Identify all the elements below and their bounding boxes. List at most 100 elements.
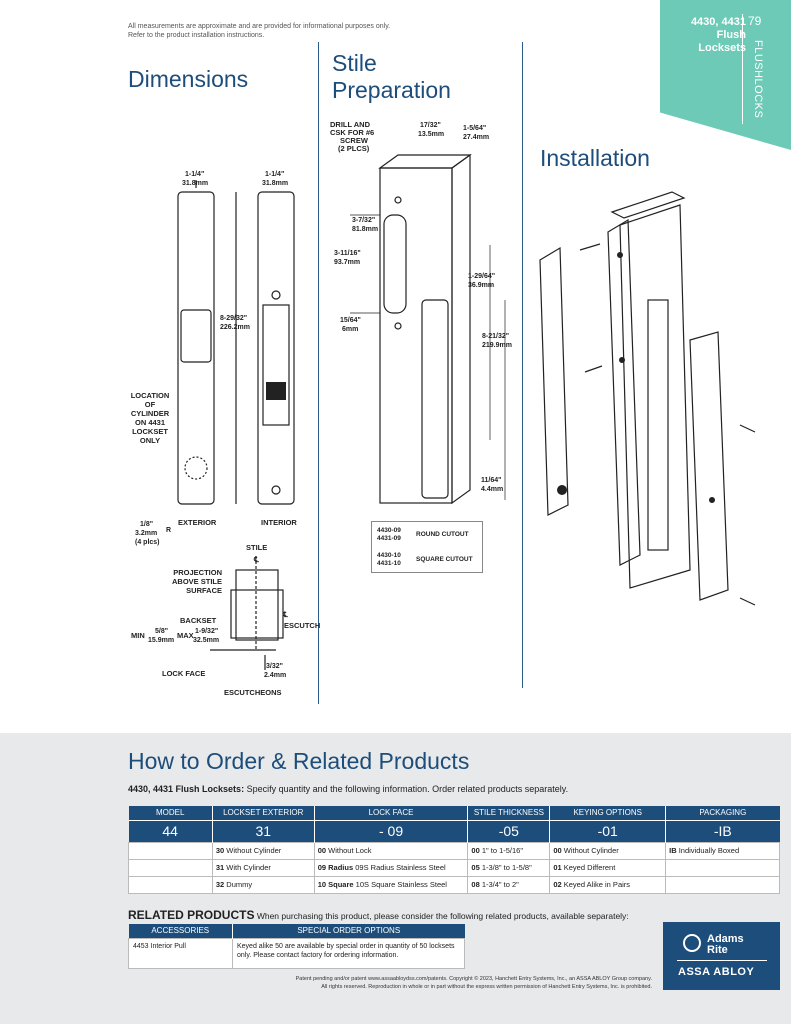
svg-text:(4 plcs): (4 plcs) [135,539,160,546]
exterior-handle-recess [180,309,212,363]
svg-text:31.8mm: 31.8mm [262,180,288,187]
svg-text:1-5/64": 1-5/64" [463,125,486,132]
svg-text:3/32": 3/32" [266,663,283,670]
stile-section [235,569,279,641]
order-table: MODEL LOCKSET EXTERIOR LOCK FACE STILE T… [128,806,780,894]
stile-top [378,154,472,169]
svg-text:32.5mm: 32.5mm [193,637,219,644]
svg-text:SCREW: SCREW [340,136,369,145]
svg-text:LOCK FACE: LOCK FACE [162,669,205,678]
svg-text:INTERIOR: INTERIOR [261,518,297,527]
table-row: 30 Without Cylinder 00 Without Lock 00 1… [128,841,780,860]
stile-prep-heading: Stile Preparation [332,50,451,103]
order-header-row: MODEL LOCKSET EXTERIOR LOCK FACE STILE T… [128,806,780,820]
interior-escutcheon-part [689,331,729,601]
page-number: 79 [748,14,762,28]
table-row: 32 Dummy 10 Square 10S Square Stainless … [128,875,780,894]
svg-text:5/8": 5/8" [155,628,168,635]
mounting-plate-part [607,218,641,566]
svg-text:LOCKSET: LOCKSET [132,427,168,436]
svg-text:CSK FOR #6: CSK FOR #6 [330,128,374,137]
svg-text:DRILL AND: DRILL AND [330,120,371,129]
related-products-heading: RELATED PRODUCTS When purchasing this pr… [128,908,629,922]
svg-text:11/64": 11/64" [481,477,501,484]
cylinder-icon [557,485,567,495]
svg-text:BACKSET: BACKSET [180,616,217,625]
svg-text:3-7/32": 3-7/32" [352,217,375,224]
svg-text:℄: ℄ [282,610,289,619]
svg-text:ABOVE STILE: ABOVE STILE [172,577,222,586]
svg-text:ON 4431: ON 4431 [135,418,165,427]
svg-text:MAX: MAX [177,631,194,640]
svg-text:STILE: STILE [246,543,267,552]
lower-cutout [421,299,449,499]
interior-latch-area [262,304,290,426]
svg-text:27.4mm: 27.4mm [463,134,489,141]
screw-hole [271,485,281,495]
svg-text:6mm: 6mm [342,326,358,333]
svg-text:81.8mm: 81.8mm [352,226,378,233]
column-divider [522,42,523,688]
cutout-legend: 4430-09 4431-09 ROUND CUTOUT 4430-10 443… [371,521,483,573]
svg-text:1-1/4": 1-1/4" [185,171,204,178]
legal-footer: Patent pending and/or patent www.assaabl… [295,976,652,990]
screw-hole [271,290,281,300]
stile-part [619,204,691,589]
svg-text:MIN: MIN [131,631,145,640]
order-heading: How to Order & Related Products [128,748,470,774]
svg-text:R: R [166,527,171,534]
svg-text:OF: OF [145,400,156,409]
stile-top-part [610,191,686,219]
escutcheons-label: ESCUTCHEONS [224,688,282,697]
svg-text:ESCUTCHEON: ESCUTCHEON [284,621,320,630]
related-products-table: ACCESSORIES SPECIAL ORDER OPTIONS 4453 I… [128,924,465,969]
exterior-escutcheon [177,191,215,505]
svg-text:219.9mm: 219.9mm [482,342,512,349]
svg-text:4.4mm: 4.4mm [481,486,503,493]
screw-icon [709,497,715,503]
order-code-row: 44 31 - 09 -05 -01 -IB [128,819,780,842]
svg-text:SURFACE: SURFACE [186,586,222,595]
section-tab: 4430, 4431 Flush Locksets 79 FLUSHLOCKS [660,0,791,150]
installation-heading: Installation [540,145,650,171]
svg-text:17/32": 17/32" [420,122,441,129]
svg-text:36.9mm: 36.9mm [468,282,494,289]
logo-mark-icon [683,934,701,952]
screw-icon [617,252,623,258]
upper-cutout [383,214,407,314]
svg-text:℄: ℄ [253,555,260,564]
section-name: FLUSHLOCKS [752,40,764,119]
svg-text:ONLY: ONLY [140,436,160,445]
exterior-escutcheon-part [539,246,569,516]
svg-text:2.4mm: 2.4mm [264,672,286,679]
svg-text:PROJECTION: PROJECTION [173,568,222,577]
svg-text:1-9/32": 1-9/32" [195,628,218,635]
dimensions-drawing: 1-1/4" 31.8mm 1-1/4" 31.8mm 8-29/32" 226… [131,171,320,679]
adams-rite-logo: Adams Rite ASSA ABLOY [663,922,780,990]
svg-text:15/64": 15/64" [340,317,361,324]
svg-text:CYLINDER: CYLINDER [131,409,170,418]
cylinder-location [184,456,208,480]
screw-hole [394,196,402,204]
stile-body [379,167,453,504]
escutcheon-section [230,589,284,639]
dimensions-heading: Dimensions [128,66,249,92]
svg-text:15.9mm: 15.9mm [148,637,174,644]
svg-text:226.2mm: 226.2mm [220,324,250,331]
table-row: 4453 Interior Pull Keyed alike 50 are av… [128,937,465,969]
stile-prep-drawing: DRILL AND CSK FOR #6 SCREW (2 PLCS) 17/3… [330,120,512,505]
order-instructions: 4430, 4431 Flush Locksets: Specify quant… [128,784,569,794]
stile-side [451,153,471,505]
screw-icon [619,357,625,363]
disclaimer: All measurements are approximate and are… [128,23,391,39]
stile-cutout [647,299,669,551]
installation-drawing [539,191,756,606]
svg-text:1-1/4": 1-1/4" [265,171,284,178]
svg-text:8-21/32": 8-21/32" [482,333,509,340]
svg-text:1-29/64": 1-29/64" [468,273,495,280]
column-divider [318,42,319,704]
svg-text:8-29/32": 8-29/32" [220,315,247,322]
svg-text:3-11/16": 3-11/16" [334,250,361,257]
svg-text:(2 PLCS): (2 PLCS) [338,144,370,153]
thumb-turn-icon [266,382,286,400]
